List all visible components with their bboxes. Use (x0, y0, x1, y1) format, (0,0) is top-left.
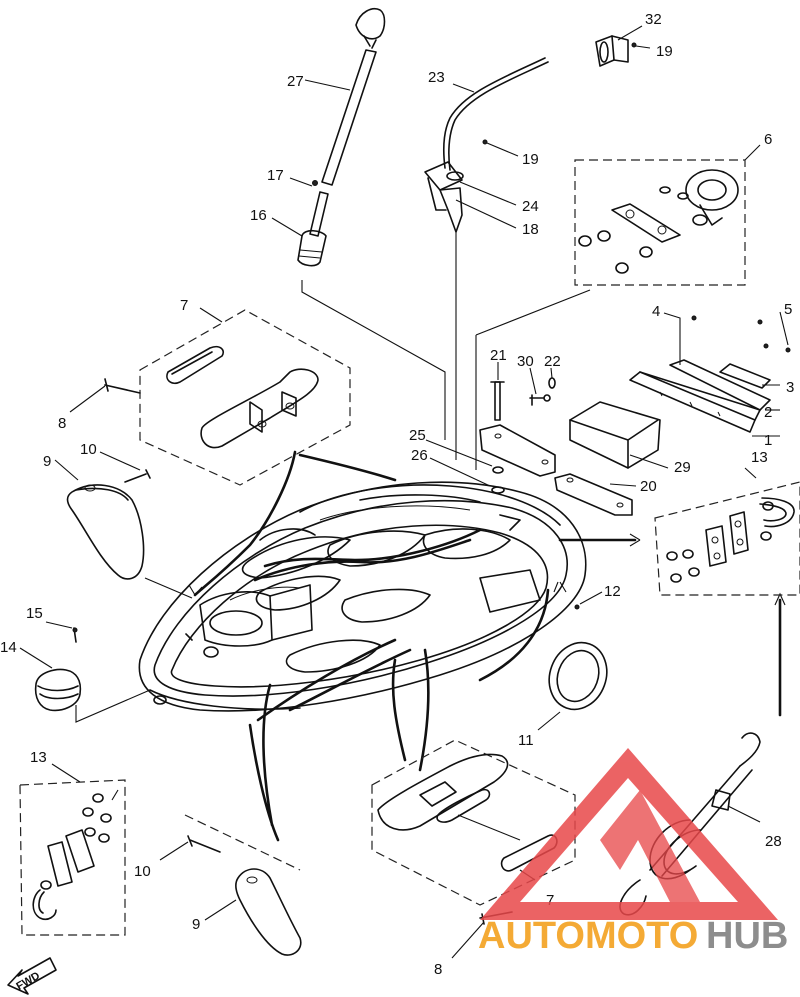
callout-29: 29 (674, 459, 691, 476)
watermark-triangle-icon (480, 748, 778, 920)
callout-22: 22 (544, 353, 561, 370)
part-14-cover (19, 621, 151, 723)
callout-10-lower: 10 (134, 863, 151, 880)
callout-3: 3 (786, 379, 794, 396)
callout-28: 28 (765, 833, 782, 850)
callout-19-mid: 19 (522, 151, 539, 168)
callout-32: 32 (645, 11, 662, 28)
callout-21: 21 (490, 347, 507, 364)
part-hinge (595, 25, 651, 67)
callout-labels: 1 2 3 4 5 6 7 7 8 8 9 9 10 10 11 12 13 1… (0, 11, 794, 993)
part-arm-bracket (424, 57, 591, 470)
part-13-lower (19, 763, 126, 936)
part-11-inspection-plate (537, 591, 608, 731)
callout-20: 20 (640, 478, 657, 495)
callout-27: 27 (287, 73, 304, 90)
watermark-text-grey: HUB (706, 915, 788, 957)
part-6-cleat-group (574, 144, 761, 286)
callout-19-top: 19 (656, 43, 673, 60)
part-13-upper (654, 467, 800, 596)
part-pads (425, 362, 669, 516)
part-9-lower (159, 814, 302, 956)
callout-15: 15 (26, 605, 43, 622)
callout-14: 14 (0, 639, 17, 656)
callout-12: 12 (604, 583, 621, 600)
callout-9-upper: 9 (43, 453, 51, 470)
callout-10-upper: 10 (80, 441, 97, 458)
callout-6: 6 (764, 131, 772, 148)
callout-7-upper: 7 (180, 297, 188, 314)
callout-18: 18 (522, 221, 539, 238)
callout-7-lower: 7 (546, 892, 554, 909)
part-7-upper (69, 307, 351, 486)
callout-26: 26 (411, 447, 428, 464)
callout-13-lower: 13 (30, 749, 47, 766)
part-rails-1-5 (629, 311, 791, 437)
callout-24: 24 (522, 198, 539, 215)
callout-13-upper: 13 (751, 449, 768, 466)
callout-11: 11 (518, 732, 534, 749)
callout-8-upper: 8 (58, 415, 66, 432)
callout-4: 4 (652, 303, 660, 320)
fwd-arrow (7, 957, 57, 995)
callout-17: 17 (267, 167, 284, 184)
callout-25: 25 (409, 427, 426, 444)
part-handle-pole (271, 8, 446, 440)
callout-30: 30 (517, 353, 534, 370)
hull-deck (138, 481, 587, 712)
callout-16: 16 (250, 207, 267, 224)
callout-1: 1 (764, 432, 772, 449)
callout-2: 2 (764, 404, 772, 421)
callout-5: 5 (784, 301, 792, 318)
straps-cables (188, 450, 786, 842)
part-9-upper (54, 451, 193, 599)
watermark-logo: AUTOMOTO HUB (478, 748, 788, 957)
callout-8-lower: 8 (434, 961, 442, 978)
watermark-text-orange: AUTOMOTO (478, 915, 698, 957)
callout-23: 23 (428, 69, 445, 86)
callout-9-lower: 9 (192, 916, 200, 933)
